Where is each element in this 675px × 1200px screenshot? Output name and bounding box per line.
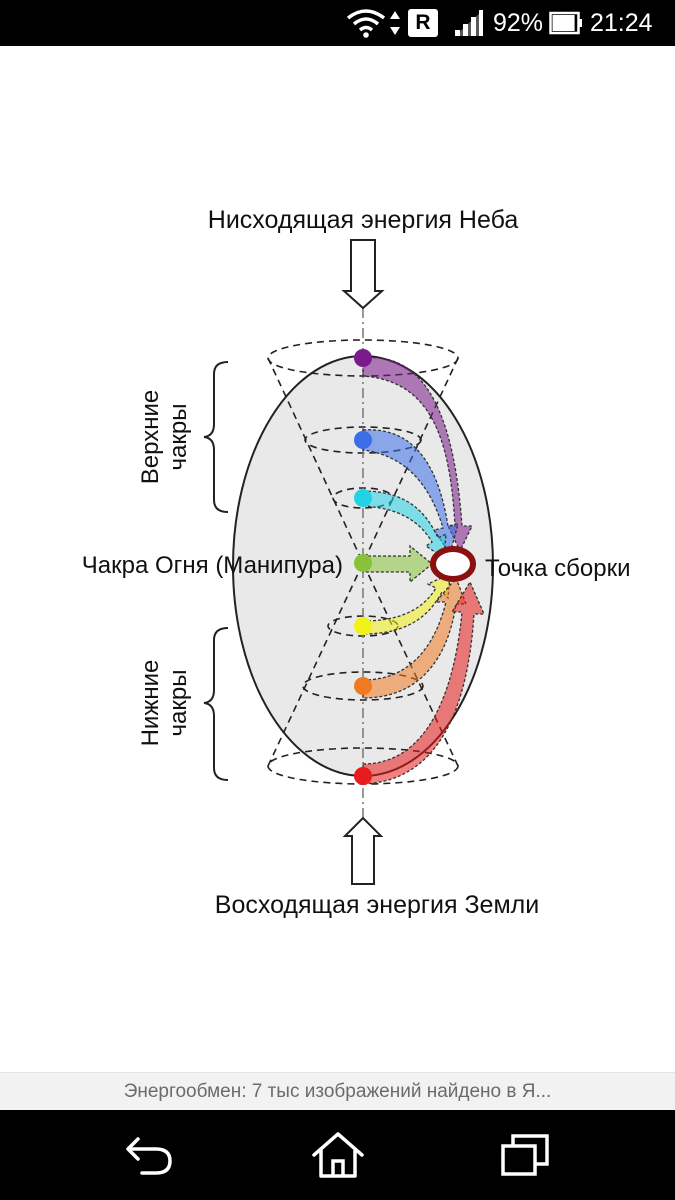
chakra-root: [354, 767, 372, 785]
chakra-throat: [354, 489, 372, 507]
recent-apps-icon: [501, 1134, 549, 1176]
data-arrows-icon: [389, 0, 401, 46]
fire-chakra-label: Чакра Огня (Манипура): [82, 552, 343, 579]
upper-group-label: Верхние чакры: [137, 390, 192, 484]
battery-icon: [549, 0, 583, 46]
assembly-point: [430, 546, 476, 582]
image-viewer[interactable]: Нисходящая энергия Неба Восходящая энерг…: [0, 46, 675, 1072]
top-label: Нисходящая энергия Неба: [208, 206, 519, 234]
upper-brace: [203, 361, 229, 513]
wifi-icon: [346, 0, 386, 46]
home-icon: [312, 1132, 364, 1178]
clock: 21:24: [590, 8, 653, 37]
navigation-bar: [0, 1110, 675, 1200]
assembly-point-label: Точка сборки: [485, 555, 631, 582]
chakra-third-eye: [354, 431, 372, 449]
lower-group-label: Нижние чакры: [137, 660, 192, 747]
upper-group-line-2: чакры: [165, 404, 192, 471]
energy-diagram: Нисходящая энергия Неба Восходящая энерг…: [82, 206, 631, 919]
chakras: [354, 349, 372, 785]
back-icon: [126, 1137, 172, 1175]
home-button[interactable]: [278, 1110, 398, 1200]
bottom-label: Восходящая энергия Земли: [215, 891, 539, 919]
recent-apps-button[interactable]: [465, 1110, 585, 1200]
lower-brace: [203, 627, 229, 781]
chakra-sacral: [354, 677, 372, 695]
upper-group-line-1: Верхние: [137, 390, 164, 484]
descending-arrow: [341, 239, 385, 310]
lower-group-line-2: чакры: [165, 670, 192, 737]
back-button[interactable]: [90, 1110, 210, 1200]
battery-percent: 92%: [493, 8, 544, 37]
signal-icon: [453, 0, 485, 46]
roaming-letter: R: [415, 11, 431, 34]
status-bar: R 92% 21:24: [0, 0, 675, 46]
roaming-r-icon: R: [408, 0, 438, 46]
caption-text: Энергообмен: 7 тыс изображений найдено в…: [123, 1081, 552, 1102]
image-caption[interactable]: Энергообмен: 7 тыс изображений найдено в…: [0, 1072, 675, 1111]
lower-group-line-1: Нижние: [137, 660, 164, 747]
chakra-crown: [354, 349, 372, 367]
ascending-arrow: [342, 816, 384, 885]
chakra-heart: [354, 554, 372, 572]
chakra-solar: [354, 617, 372, 635]
